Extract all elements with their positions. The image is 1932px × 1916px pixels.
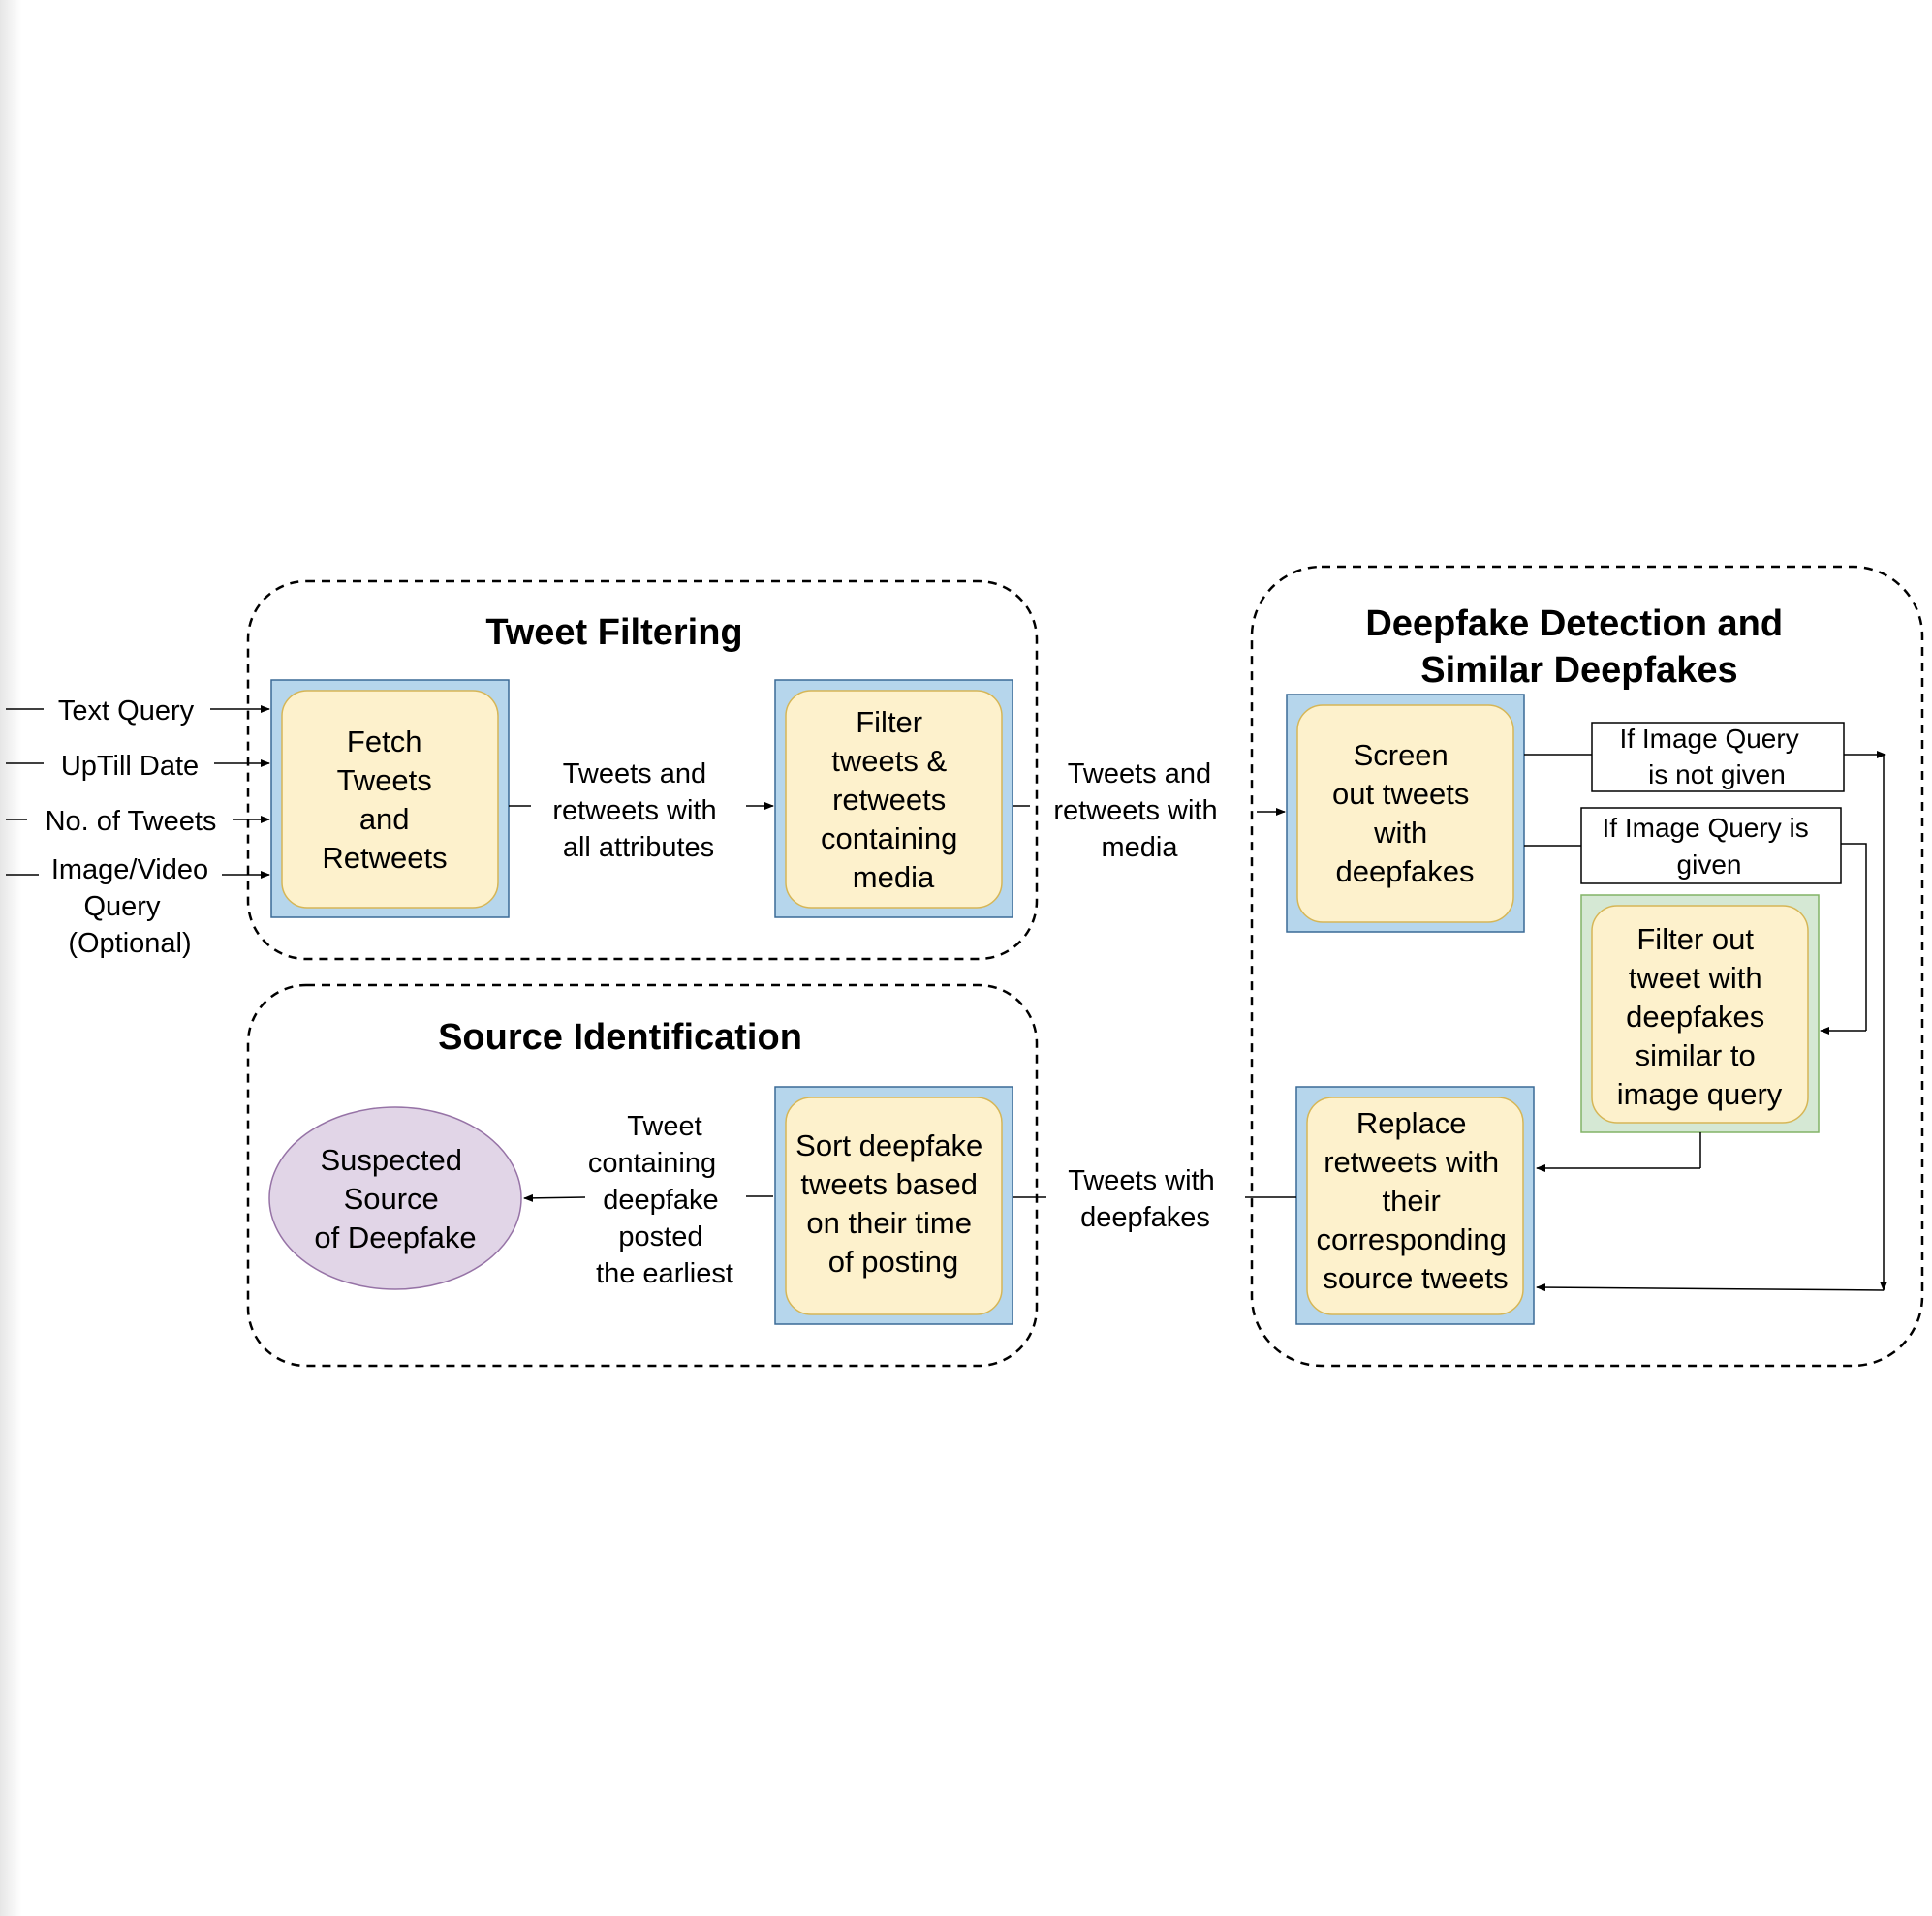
condition-given: If Image Query is given [1580, 807, 1842, 884]
edge-label-earliest: Tweet containing deepfake posted the ear… [588, 1111, 733, 1289]
edge-label-all-attributes: Tweets and retweets with all attributes [552, 758, 724, 863]
svg-text:Sort deepfake tweets bas: Sort deepfake tweets based on their time… [795, 1128, 991, 1279]
suspected-source-node: Suspected Source of Deepfake [268, 1106, 522, 1290]
svg-text:If Image Query is given: If Image Query is given [1603, 813, 1817, 880]
condition-not-given: If Image Query is not given [1591, 722, 1845, 792]
left-shadow [0, 0, 21, 1916]
filter-media-inner [785, 690, 1003, 909]
screen-deepfakes-node: Screen out tweets with deepfakes [1286, 694, 1525, 933]
filter-media-node: Filter tweets & retweets containing medi… [774, 679, 1013, 918]
svg-text:Replace retweets with: Replace retweets with their correspondin… [1316, 1106, 1514, 1295]
input-num-tweets: No. of Tweets [46, 806, 217, 837]
filter-similar-inner [1591, 905, 1809, 1124]
edge-label-with-deepfakes: Tweets with deepfakes [1068, 1165, 1223, 1233]
filter-similar-node: Filter out tweet with deepfakes similar … [1580, 894, 1820, 1133]
suspected-source-ellipse [268, 1106, 522, 1290]
input-uptill-date: UpTill Date [61, 751, 199, 782]
replace-retweets-node: Replace retweets with their correspondin… [1295, 1086, 1535, 1325]
fetch-tweets-node: Fetch Tweets and Retweets [270, 679, 510, 918]
input-media-query: Image/Video Query (Optional) [51, 854, 216, 959]
tweet-filtering-title: Tweet Filtering [485, 612, 742, 653]
svg-text:Filter tweets & re: Filter tweets & retweets containing medi… [821, 705, 966, 894]
fetch-tweets-inner [281, 690, 499, 909]
flow-connectors [509, 751, 1887, 1292]
input-connectors [6, 705, 270, 879]
source-identification-title: Source Identification [438, 1017, 802, 1058]
svg-text:Filter out tweet with: Filter out tweet with deepfakes similar … [1617, 922, 1783, 1111]
svg-text:Screen out tweets: Screen out tweets with deepfakes [1332, 738, 1478, 888]
deepfake-detection-title: Deepfake Detection and Similar Deepfakes [1365, 603, 1792, 691]
replace-retweets-inner [1306, 1097, 1524, 1315]
edge-label-with-media: Tweets and retweets with media [1053, 758, 1225, 863]
svg-text:Suspected Source o: Suspected Source of Deepfake [314, 1143, 476, 1254]
screen-deepfakes-inner [1296, 704, 1514, 923]
deepfake-detection-group [1250, 565, 1924, 1368]
sort-tweets-inner [785, 1097, 1003, 1315]
sort-tweets-node: Sort deepfake tweets based on their time… [774, 1086, 1013, 1325]
input-text-query: Text Query [58, 695, 195, 726]
svg-text:Fetch Tweets and: Fetch Tweets and Retweets [322, 725, 447, 875]
svg-text:If Image Query is not gi: If Image Query is not given [1620, 724, 1807, 789]
